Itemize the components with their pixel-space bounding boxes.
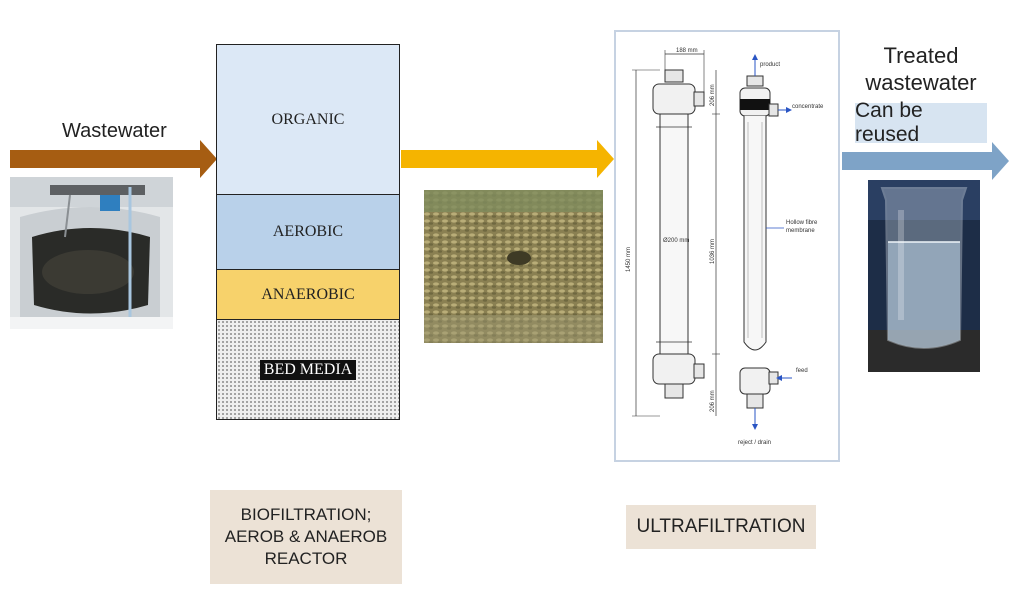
- anaerobic-layer: ANAEROBIC: [217, 270, 399, 320]
- concentrate-label: concentrate: [792, 104, 824, 110]
- bioreactor-diagram: ORGANIC AEROBIC ANAEROBIC BED MEDIA: [216, 44, 400, 420]
- feed-label: feed: [796, 368, 808, 374]
- output-arrow: [842, 152, 992, 170]
- ultrafiltration-caption-text: ULTRAFILTRATION: [636, 516, 806, 537]
- aerobic-label: AEROBIC: [272, 223, 344, 240]
- membrane-label: membrane: [786, 228, 815, 234]
- middle-arrow: [401, 150, 597, 168]
- wastewater-tank-photo: [10, 177, 173, 329]
- aerobic-layer: AEROBIC: [217, 195, 399, 270]
- ultrafiltration-caption: ULTRAFILTRATION: [626, 505, 816, 549]
- top-width-dim: 188 mm: [676, 48, 698, 54]
- reuse-badge: Can be reused: [855, 99, 987, 146]
- reuse-label: Can be reused: [855, 99, 923, 146]
- top-head-dim: 206 mm: [710, 84, 716, 106]
- organic-label: ORGANIC: [271, 110, 345, 128]
- treated-wastewater-title: Treated wastewater: [850, 42, 992, 96]
- output-arrow-head: [992, 142, 1009, 180]
- treated-title-line-1: Treated: [883, 43, 959, 68]
- anaerobic-label: ANAEROBIC: [261, 285, 355, 303]
- input-arrow: [10, 150, 200, 168]
- biofiltration-caption-line-1: BIOFILTRATION;: [240, 505, 372, 524]
- biofiltration-caption-line-2: AEROB & ANAEROB: [224, 527, 388, 546]
- bed-media-label: BED MEDIA: [259, 359, 357, 380]
- biofiltration-caption: BIOFILTRATION; AEROB & ANAEROB REACTOR: [210, 490, 402, 584]
- bed-media-layer: BED MEDIA: [217, 320, 399, 419]
- reject-drain-label: reject / drain: [738, 440, 771, 446]
- clean-water-beaker-photo: [868, 180, 980, 372]
- input-arrow-head: [200, 140, 217, 178]
- diameter-dim: Ø200 mm: [663, 238, 689, 244]
- wastewater-label: Wastewater: [62, 120, 167, 142]
- biofiltration-caption-line-3: REACTOR: [264, 549, 348, 568]
- body-dim: 1036 mm: [710, 239, 716, 264]
- middle-arrow-head: [597, 140, 614, 178]
- organic-layer: ORGANIC: [217, 45, 399, 195]
- ultrafiltration-diagram: 188 mm 1450 mm 206 mm 1036 mm 206 mm Ø20…: [614, 30, 840, 462]
- total-height-dim: 1450 mm: [626, 247, 632, 272]
- hollow-fibre-label: Hollow fibre: [786, 220, 818, 226]
- product-label: product: [760, 62, 780, 68]
- biofilter-media-photo: [424, 190, 603, 343]
- bottom-head-dim: 206 mm: [710, 390, 716, 412]
- treated-title-line-2: wastewater: [865, 70, 977, 95]
- ultrafiltration-drawing: 188 mm 1450 mm 206 mm 1036 mm 206 mm Ø20…: [626, 48, 824, 446]
